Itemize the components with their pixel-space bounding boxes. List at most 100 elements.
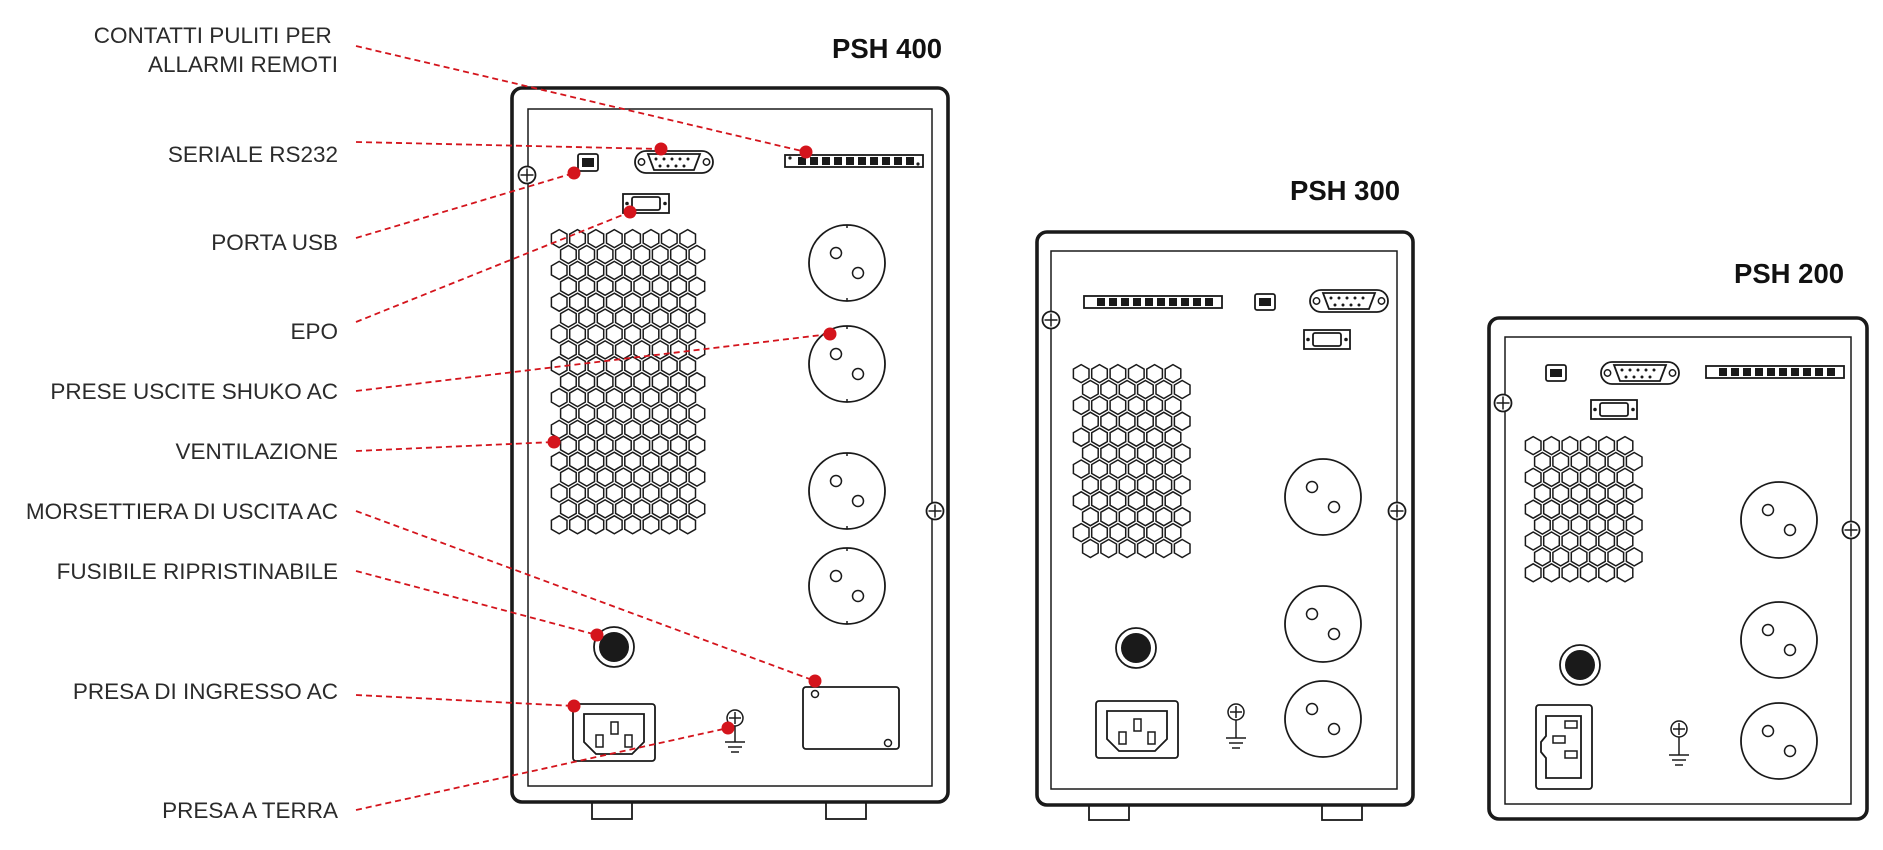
vent-hole <box>1570 451 1588 472</box>
vent-hole <box>559 308 577 328</box>
vent-hole <box>651 435 669 456</box>
alarm-contacts-strip <box>1083 295 1223 309</box>
vent-hole <box>642 483 660 503</box>
vent-hole <box>1109 427 1127 448</box>
vent-hole <box>633 403 651 424</box>
vent-hole <box>688 403 706 424</box>
vent-hole <box>1579 467 1597 488</box>
vent-hole <box>660 514 678 535</box>
unit-title-psh300: PSH 300 <box>1290 175 1400 206</box>
vent-hole <box>550 260 568 281</box>
vent-hole <box>1118 411 1136 432</box>
vent-hole <box>679 292 697 313</box>
usb-port-icon <box>577 153 599 172</box>
marker-remote-alarm-contacts <box>799 145 813 159</box>
unit-psh400 <box>510 86 950 820</box>
vent-hole <box>1533 483 1551 504</box>
vent-hole <box>651 276 669 297</box>
vent-hole <box>1570 547 1588 567</box>
marker-resettable-fuse <box>590 628 604 642</box>
vent-hole <box>568 419 587 440</box>
vent-hole <box>1607 451 1625 472</box>
vent-hole <box>596 308 614 328</box>
vent-hole <box>587 260 605 281</box>
schuko-outlet-2 <box>1740 601 1818 679</box>
vent-hole <box>1090 490 1109 511</box>
vent-hole <box>1127 459 1145 479</box>
vent-hole <box>1616 467 1634 488</box>
vent-hole <box>587 324 605 344</box>
vent-hole <box>1100 411 1118 432</box>
label-schuko-outlets: PRESE USCITE SHUKO AC <box>50 379 338 404</box>
marker-ventilation <box>547 435 561 449</box>
vent-hole <box>1598 531 1616 551</box>
vent-hole <box>1118 475 1136 495</box>
vent-hole <box>587 483 605 503</box>
vent-hole <box>1173 443 1191 463</box>
vent-hole <box>550 514 568 535</box>
usb-port-icon <box>1545 364 1567 382</box>
vent-hole <box>1090 522 1109 543</box>
vent-hole <box>596 499 614 519</box>
ground-symbol-icon <box>1669 720 1689 766</box>
vent-hole <box>669 499 688 519</box>
vent-hole <box>624 324 642 344</box>
vent-hole <box>596 467 614 487</box>
vent-hole <box>587 292 605 313</box>
ac-input-socket-icon <box>1535 704 1593 790</box>
vent-hole <box>1081 443 1099 463</box>
vent-hole <box>651 244 669 265</box>
vent-hole <box>550 324 568 344</box>
vent-hole <box>1173 411 1191 432</box>
ac-input-socket-icon <box>1095 700 1179 759</box>
leader-output-terminal-block <box>355 510 816 682</box>
vent-hole <box>688 467 706 487</box>
vent-hole <box>669 340 688 360</box>
leader-rs232-serial <box>355 141 662 150</box>
vent-hole <box>578 276 596 297</box>
vent-hole <box>1155 411 1173 432</box>
vent-hole <box>1598 467 1616 488</box>
vent-hole <box>1524 562 1542 583</box>
vent-hole <box>1552 547 1570 567</box>
epo-connector-icon <box>1303 329 1351 350</box>
marker-rs232-serial <box>654 142 668 156</box>
marker-epo <box>623 205 637 219</box>
vent-hole <box>642 419 660 440</box>
vent-hole <box>605 228 623 249</box>
vent-hole <box>1616 435 1634 456</box>
vent-hole <box>624 292 642 313</box>
vent-hole <box>669 435 688 456</box>
vent-hole <box>633 499 651 519</box>
vent-hole <box>1588 451 1606 472</box>
vent-hole <box>1127 395 1145 416</box>
vent-hole <box>1607 547 1625 567</box>
vent-hole <box>605 292 623 313</box>
label-epo: EPO <box>290 319 338 344</box>
unit-title-psh400: PSH 400 <box>832 33 942 64</box>
vent-hole <box>660 228 678 249</box>
vent-hole <box>1524 435 1542 456</box>
vent-hole <box>642 260 660 281</box>
vent-hole <box>587 228 605 249</box>
vent-hole <box>1561 499 1579 520</box>
vent-hole <box>1561 531 1579 551</box>
vent-hole <box>1127 363 1145 384</box>
marker-ground-terminal <box>721 721 735 735</box>
vent-hole <box>559 340 577 360</box>
leader-ventilation <box>355 441 555 452</box>
vent-hole <box>1598 435 1616 456</box>
alarm-contacts-strip <box>784 154 924 168</box>
label-rs232-serial: SERIALE RS232 <box>168 142 338 167</box>
output-terminal-block-icon <box>802 686 900 750</box>
vent-hole <box>605 260 623 281</box>
vent-hole <box>669 244 688 265</box>
vent-hole <box>578 371 596 392</box>
vent-hole <box>1081 475 1099 495</box>
vent-hole <box>578 435 596 456</box>
vent-hole <box>1127 490 1145 511</box>
vent-hole <box>688 371 706 392</box>
vent-hole <box>1127 427 1145 448</box>
vent-hole <box>568 260 587 281</box>
vent-hole <box>1136 411 1154 432</box>
